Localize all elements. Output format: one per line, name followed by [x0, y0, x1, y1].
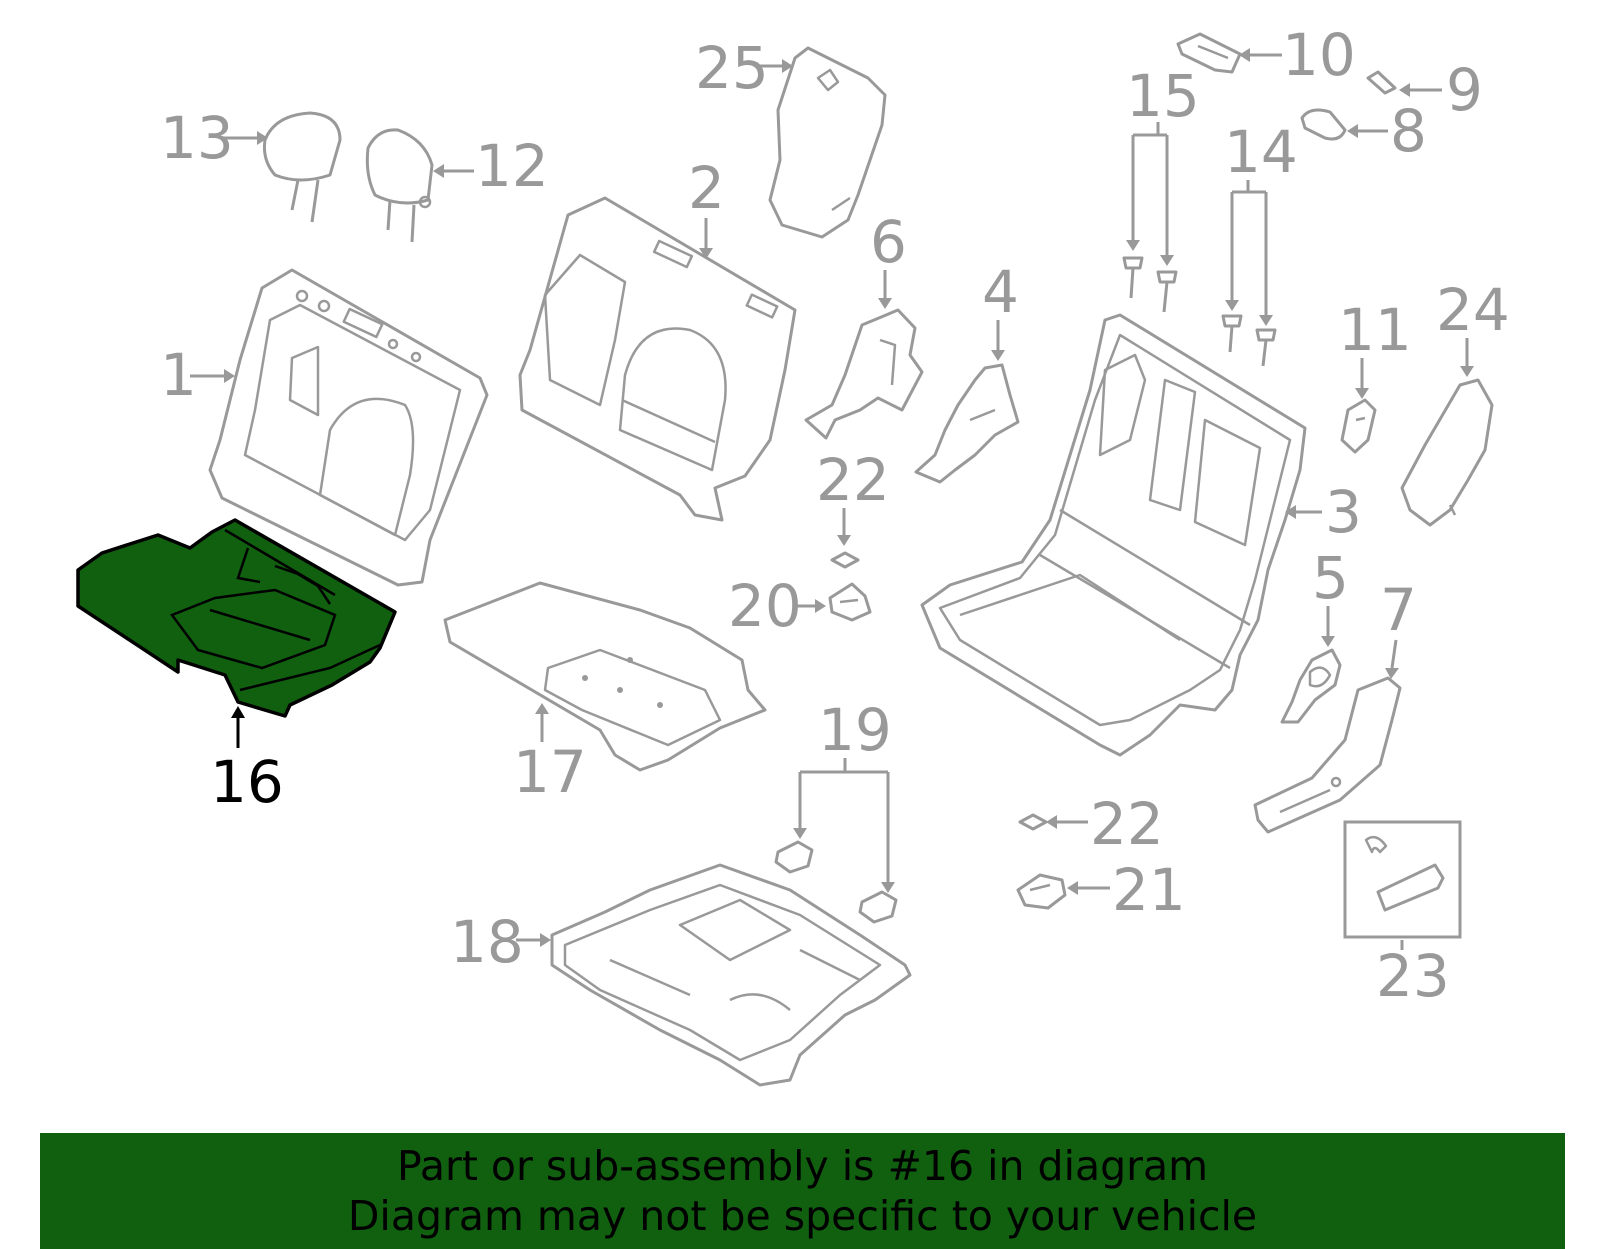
- banner-line-2: Diagram may not be specific to your vehi…: [347, 1192, 1258, 1240]
- part-14-bolts: [1221, 314, 1277, 367]
- part-18-lower-frame: [550, 863, 912, 1087]
- callout-9: 9: [1446, 56, 1483, 124]
- part-19-clips: [774, 840, 898, 924]
- part-15-bolts: [1122, 256, 1178, 313]
- part-7-side-trim: [1253, 676, 1402, 834]
- banner-line-1: Part or sub-assembly is #16 in diagram: [396, 1142, 1209, 1190]
- part-12-headrest: [365, 128, 434, 243]
- part-22-clip-lower: [1018, 813, 1048, 831]
- part-16-seat-cushion: [76, 518, 397, 718]
- callout-10: 10: [1282, 21, 1356, 89]
- part-13-headrest: [263, 111, 342, 223]
- callout-22-lower: 22: [1090, 790, 1164, 858]
- callout-13: 13: [160, 104, 234, 172]
- callout-6: 6: [870, 208, 907, 276]
- callout-8: 8: [1390, 97, 1427, 165]
- callout-15: 15: [1126, 62, 1200, 130]
- callout-19: 19: [818, 696, 892, 764]
- callout-21: 21: [1112, 856, 1186, 924]
- part-23-kit-box: [1343, 820, 1462, 939]
- info-banner: Part or sub-assembly is #16 in diagram D…: [40, 1133, 1565, 1249]
- part-9-clip: [1366, 70, 1397, 95]
- callout-7: 7: [1380, 576, 1417, 644]
- callout-14: 14: [1224, 118, 1298, 186]
- callout-18: 18: [450, 908, 524, 976]
- part-10-cover: [1176, 32, 1242, 74]
- callout-24: 24: [1436, 276, 1510, 344]
- callout-22-upper: 22: [816, 446, 890, 514]
- part-6-bracket: [804, 308, 924, 440]
- part-8-trim: [1300, 108, 1347, 141]
- part-17-seat-pan: [443, 581, 767, 772]
- part-2-back-panel: [518, 196, 797, 522]
- callout-17: 17: [513, 738, 587, 806]
- callout-2: 2: [688, 154, 725, 222]
- callout-12: 12: [475, 132, 549, 200]
- part-5-trim-cover: [1280, 648, 1342, 724]
- part-11-handle: [1340, 398, 1377, 454]
- callout-23: 23: [1376, 942, 1450, 1010]
- part-24-side-shield: [1400, 378, 1494, 527]
- callout-25: 25: [695, 34, 769, 102]
- part-20-clip: [828, 582, 872, 622]
- callout-5: 5: [1312, 544, 1349, 612]
- part-3-seat-frame: [920, 313, 1307, 757]
- part-22-clip-upper: [830, 551, 860, 569]
- part-21-clip: [1016, 873, 1067, 910]
- part-1-seat-back: [208, 268, 489, 587]
- callout-11: 11: [1338, 296, 1412, 364]
- callout-3: 3: [1325, 478, 1362, 546]
- part-4-bracket: [914, 363, 1020, 484]
- part-25-back-cover: [768, 46, 887, 239]
- callout-16: 16: [210, 748, 284, 816]
- callout-20: 20: [728, 572, 802, 640]
- callout-4: 4: [982, 258, 1019, 326]
